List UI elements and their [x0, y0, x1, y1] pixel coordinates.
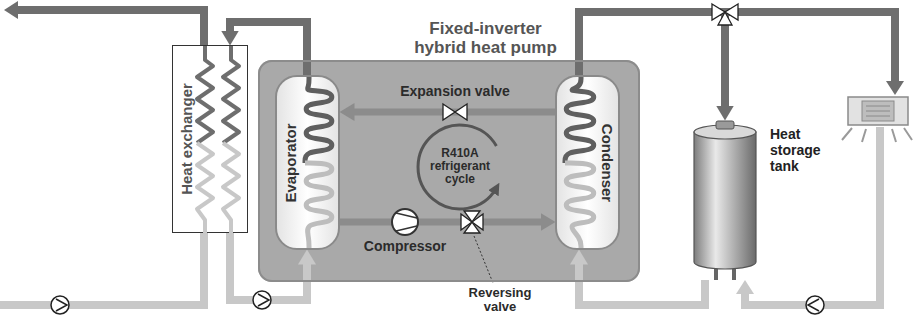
tank-art	[690, 120, 760, 280]
component-label: Evaporator	[283, 123, 298, 202]
leader-line	[474, 236, 493, 283]
compressor-symbol	[392, 209, 418, 235]
supply-pipe	[725, 12, 895, 82]
component-label: Compressor	[350, 239, 460, 254]
heat-exchanger-coil	[197, 143, 213, 234]
heat-exchanger-box: Heat exchanger	[172, 45, 248, 233]
three-way-valve	[712, 4, 738, 25]
return-pipe	[0, 233, 204, 305]
pipe-arrow	[4, 1, 18, 19]
reversing-valve-symbol	[461, 211, 483, 233]
fan-coil-unit	[842, 97, 912, 142]
housing-fill	[258, 60, 640, 282]
component-label: Heat storage tank	[770, 126, 836, 174]
evaporator-capsule: Evaporator	[275, 75, 340, 250]
component-label: Reversing valve	[461, 286, 539, 315]
coil	[305, 163, 332, 248]
pipe-connector	[579, 263, 705, 305]
coil	[305, 77, 332, 163]
unit-title: Fixed-inverter hybrid heat pump	[403, 19, 568, 58]
pump-symbol	[806, 296, 824, 314]
expansion-valve-symbol	[443, 104, 467, 120]
component-label: Heat exchanger	[179, 83, 194, 195]
pipe-arrow	[736, 280, 754, 294]
heat-exchanger-coil	[223, 46, 239, 143]
component-label: Condenser	[600, 123, 615, 201]
heat-exchanger-coil	[223, 143, 239, 234]
tank-inlet	[716, 121, 734, 129]
coil	[565, 77, 594, 163]
pipe-connector	[230, 22, 307, 75]
supply-pipe	[16, 10, 204, 45]
pipe-connector	[340, 219, 542, 226]
cycle-label: R410A refrigerant cycle	[421, 147, 499, 187]
condenser-capsule: Condenser	[555, 75, 620, 250]
heat-storage-tank: Heat storage tank	[690, 120, 760, 280]
pipe-arrow	[886, 81, 904, 95]
heat-exchanger-coil	[197, 46, 213, 143]
return-pipe	[745, 127, 880, 305]
pump-symbol	[253, 291, 271, 309]
pump-symbol	[51, 296, 69, 314]
component-label: Expansion valve	[390, 84, 520, 99]
tank-body	[694, 132, 756, 269]
coil	[565, 163, 594, 248]
